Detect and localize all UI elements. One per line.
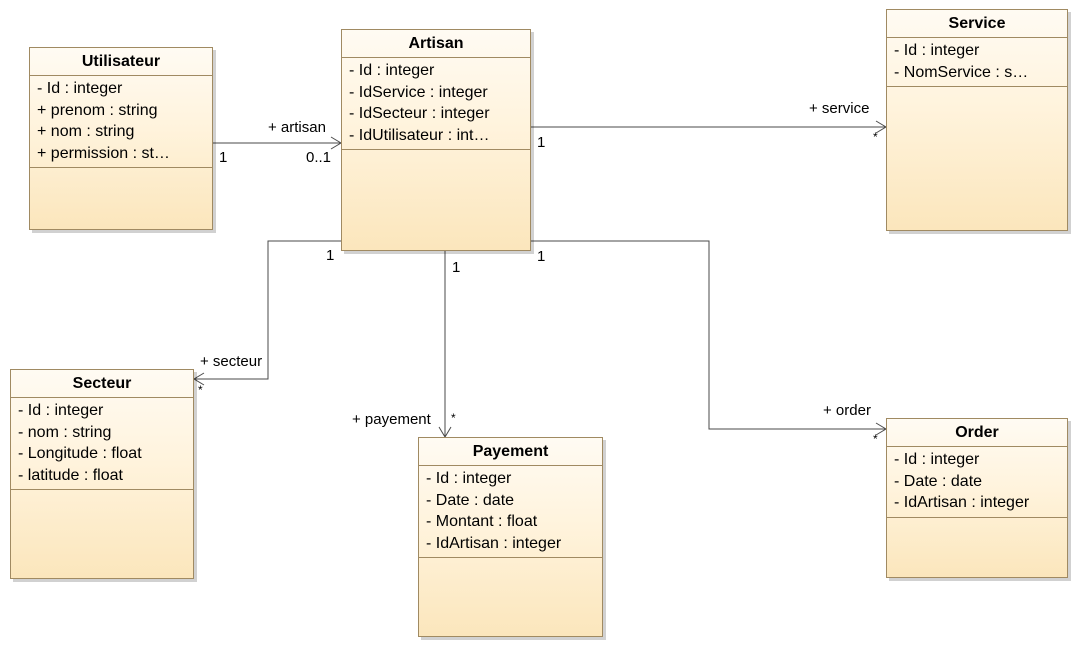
- attribute: - IdService : integer: [349, 83, 488, 101]
- class-utilisateur[interactable]: Utilisateur - Id : integer + prenom : st…: [29, 47, 213, 230]
- attribute: - IdArtisan : integer: [894, 494, 1030, 511]
- multiplicity-label: *: [198, 383, 203, 397]
- role-label-secteur: + secteur: [200, 353, 263, 370]
- role-label-artisan: + artisan: [268, 119, 326, 136]
- attribute-compartment: - Id : integer - NomService : s…: [887, 38, 1067, 87]
- role-label-order: + order: [823, 402, 871, 419]
- attribute: - Id : integer: [18, 402, 104, 419]
- attribute: - Longitude : float: [18, 445, 142, 462]
- class-order[interactable]: Order - Id : integer - Date : date - IdA…: [886, 418, 1068, 578]
- role-label-service: + service: [809, 100, 870, 117]
- attribute: - NomService : s…: [894, 63, 1029, 81]
- attribute: - Date : date: [426, 491, 515, 509]
- attribute: - Id : integer: [349, 62, 435, 79]
- attribute: - Id : integer: [894, 42, 980, 59]
- attribute: - Id : integer: [894, 451, 980, 468]
- class-artisan[interactable]: Artisan - Id : integer - IdService : int…: [341, 29, 531, 251]
- line-artisan-order: [531, 240, 886, 430]
- attribute: - latitude : float: [18, 466, 123, 484]
- class-name: Utilisateur: [30, 48, 212, 76]
- attribute-compartment: - Id : integer - Date : date - Montant :…: [419, 466, 602, 558]
- multiplicity-label: 1: [326, 247, 335, 264]
- class-name: Payement: [419, 438, 602, 466]
- attribute: + nom : string: [37, 123, 135, 140]
- attribute: - nom : string: [18, 423, 112, 441]
- class-name: Service: [887, 10, 1067, 38]
- attribute-compartment: - Id : integer - Date : date - IdArtisan…: [887, 447, 1067, 518]
- attribute-compartment: - Id : integer + prenom : string + nom :…: [30, 76, 212, 168]
- multiplicity-label: *: [451, 411, 456, 425]
- attribute: - Date : date: [894, 472, 983, 490]
- attribute: - IdUtilisateur : int…: [349, 126, 490, 144]
- class-name: Order: [887, 419, 1067, 447]
- class-name: Artisan: [342, 30, 530, 58]
- role-label-payement: + payement: [352, 411, 431, 428]
- attribute: - Id : integer: [37, 80, 123, 97]
- class-service[interactable]: Service - Id : integer - NomService : s…: [886, 9, 1068, 231]
- multiplicity-label: 1: [537, 134, 546, 151]
- arrow-artisan-secteur: [193, 372, 205, 386]
- multiplicity-label: 1: [537, 248, 546, 265]
- multiplicity-label: 1: [219, 149, 228, 166]
- attribute: + permission : st…: [37, 144, 170, 162]
- multiplicity-label: 1: [452, 259, 461, 276]
- attribute: - IdSecteur : integer: [349, 105, 490, 122]
- attribute: - Montant : float: [426, 513, 538, 530]
- class-name: Secteur: [11, 370, 193, 398]
- line-artisan-secteur: [194, 240, 341, 380]
- attribute: - Id : integer: [426, 470, 512, 487]
- attribute: + prenom : string: [37, 101, 158, 119]
- attribute-compartment: - Id : integer - IdService : integer - I…: [342, 58, 530, 150]
- attribute-compartment: - Id : integer - nom : string - Longitud…: [11, 398, 193, 490]
- class-secteur[interactable]: Secteur - Id : integer - nom : string - …: [10, 369, 194, 579]
- multiplicity-label: *: [873, 432, 878, 446]
- multiplicity-label: *: [873, 130, 878, 144]
- attribute: - IdArtisan : integer: [426, 534, 562, 552]
- class-payement[interactable]: Payement - Id : integer - Date : date - …: [418, 437, 603, 637]
- multiplicity-label: 0..1: [306, 149, 332, 166]
